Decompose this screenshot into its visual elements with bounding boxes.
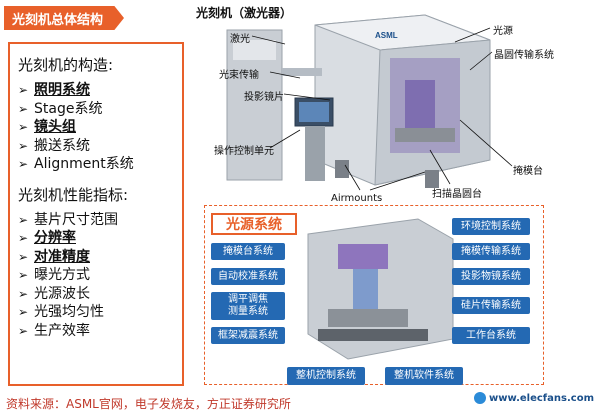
source-citation: 资料来源：ASML官网，电子发烧友，方正证券研究所 xyxy=(6,397,291,411)
spec-item-label: 基片尺寸范围 xyxy=(34,211,118,228)
spec-item-label: 分辨率 xyxy=(34,230,76,246)
subsystem-projection-objective: 投影物镜系统 xyxy=(452,268,530,285)
spec-item-label: Alignment系统 xyxy=(34,156,134,172)
bullet-arrow-icon: ➢ xyxy=(18,101,29,116)
bullet-arrow-icon: ➢ xyxy=(18,120,29,134)
spec-item: ➢ 光强均匀性 xyxy=(18,303,174,322)
spec-item: ➢ 搬送系统 xyxy=(18,137,174,156)
subsystem-wafer-transfer: 硅片传输系统 xyxy=(452,297,530,314)
subsystem-machine-illustration xyxy=(307,218,454,360)
spec-item: ➢ 基片尺寸范围 xyxy=(18,211,174,230)
subsystem-auto-calibration: 自动校准系统 xyxy=(211,268,285,285)
asml-brand-label: ASML xyxy=(375,31,398,40)
elecfans-logo: www.elecfans.com xyxy=(474,392,594,404)
label-laser: 激光 xyxy=(230,34,250,45)
subsystem-leveling-focus: 调平调焦 测量系统 xyxy=(211,292,285,320)
footer xyxy=(0,392,600,412)
bullet-arrow-icon: ➢ xyxy=(18,268,29,282)
label-airmounts: Airmounts xyxy=(331,193,383,204)
bullet-arrow-icon: ➢ xyxy=(18,83,29,97)
spec-item: ➢ 照明系统 xyxy=(18,81,174,100)
bullet-arrow-icon: ➢ xyxy=(18,249,29,264)
subsystem-machine-control: 整机控制系统 xyxy=(287,367,365,385)
spec-item: ➢ 分辨率 xyxy=(18,229,174,248)
spec-item-label: Stage系统 xyxy=(34,100,103,117)
bullet-arrow-icon: ➢ xyxy=(18,212,29,227)
spec-item: ➢ 镜头组 xyxy=(18,118,174,137)
light-source-system-label: 光源系统 xyxy=(211,213,297,235)
logo-icon xyxy=(474,392,487,404)
construction-heading: 光刻机的构造: xyxy=(18,56,114,74)
label-light-source: 光源 xyxy=(493,26,513,37)
label-projection-lens: 投影镜片 xyxy=(244,92,284,103)
section-title: 光刻机总体结构 xyxy=(4,6,124,30)
spec-item-label: 搬送系统 xyxy=(34,137,90,154)
performance-list: ➢ 基片尺寸范围 ➢ 分辨率 ➢ 对准精度 ➢ 曝光方式 ➢ 光源波长 ➢ 光强均匀性 ➢ 生产效率 xyxy=(18,211,174,341)
label-wafer-stage: 扫描晶圆台 xyxy=(432,189,482,200)
label-control-unit: 操作控制单元 xyxy=(214,146,274,157)
spec-item: ➢ 光源波长 xyxy=(18,285,174,304)
subsystem-machine-software: 整机软件系统 xyxy=(385,367,463,385)
spec-item-label: 曝光方式 xyxy=(34,267,90,283)
spec-item-label: 镜头组 xyxy=(34,119,76,135)
lithography-machine-illustration: ASML xyxy=(226,14,491,188)
spec-item: ➢ 生产效率 xyxy=(18,322,174,341)
label-beam: 光束传输 xyxy=(219,70,259,81)
machine-title: 光刻机（激光器） xyxy=(196,6,293,20)
spec-item-label: 光强均匀性 xyxy=(34,304,104,320)
spec-panel: 光刻机的构造: ➢ 照明系统 ➢ Stage系统 ➢ 镜头组 ➢ 搬送系统 ➢ Alignment… xyxy=(8,42,184,386)
spec-item: ➢ Alignment系统 xyxy=(18,155,174,174)
bullet-arrow-icon: ➢ xyxy=(18,286,29,301)
label-wafer-transfer: 晶圆传输系统 xyxy=(494,50,554,61)
spec-item-label: 光源波长 xyxy=(34,285,90,302)
subsystem-reticle-stage: 掩模台系统 xyxy=(211,243,285,260)
subsystem-stage: 工作台系统 xyxy=(452,327,530,344)
subsystem-reticle-transfer: 掩模传输系统 xyxy=(452,243,530,260)
construction-list: ➢ 照明系统 ➢ Stage系统 ➢ 镜头组 ➢ 搬送系统 ➢ Alignment系统 xyxy=(18,81,174,174)
performance-heading: 光刻机性能指标: xyxy=(18,185,129,204)
label-reticle-stage: 掩模台 xyxy=(513,166,543,177)
subsystem-frame-damping: 框架减震系统 xyxy=(211,327,285,344)
spec-item-label: 生产效率 xyxy=(34,322,90,339)
bullet-arrow-icon: ➢ xyxy=(18,305,29,319)
subsystem-diagram xyxy=(204,205,544,385)
bullet-arrow-icon: ➢ xyxy=(18,138,29,153)
spec-item: ➢ Stage系统 xyxy=(18,100,174,119)
bullet-arrow-icon: ➢ xyxy=(18,323,29,338)
spec-item-label: 照明系统 xyxy=(34,82,90,98)
spec-item: ➢ 对准精度 xyxy=(18,248,174,267)
bullet-arrow-icon: ➢ xyxy=(18,157,29,171)
logo-text: www.elecfans.com xyxy=(489,392,594,404)
bullet-arrow-icon: ➢ xyxy=(18,231,29,245)
subsystem-environment-control: 环境控制系统 xyxy=(452,218,530,235)
spec-item-label: 对准精度 xyxy=(34,248,90,265)
spec-item: ➢ 曝光方式 xyxy=(18,266,174,285)
